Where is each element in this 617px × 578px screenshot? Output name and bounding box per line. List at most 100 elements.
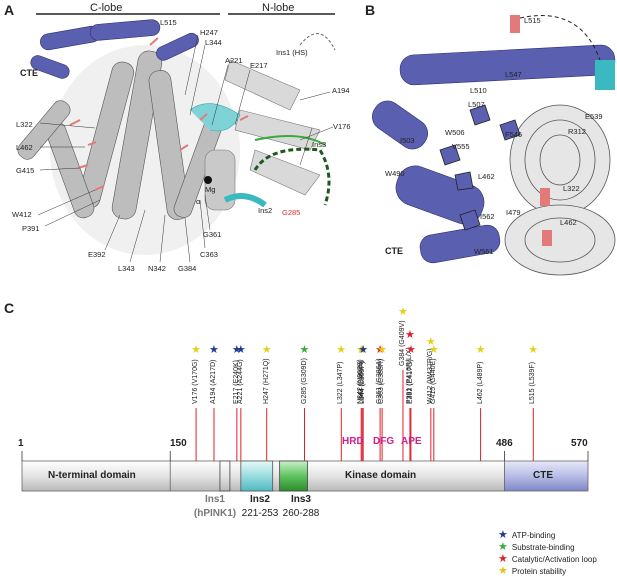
ins3-label: Ins3	[290, 494, 311, 505]
cte-domain-label: CTE	[533, 470, 553, 481]
label-b-r312: R312	[568, 127, 586, 136]
legend-catalytic-label: Catalytic/Activation loop	[511, 555, 597, 564]
motif-ape: APE	[401, 436, 422, 447]
label-a-v176: V176	[333, 122, 351, 131]
ins2-label: Ins2	[249, 494, 270, 505]
label-b-v555: V555	[452, 142, 470, 151]
star-icon: ★	[377, 344, 387, 357]
label-a-l462: L462	[16, 143, 33, 152]
mutation-label: G384 (G409V)	[398, 320, 406, 366]
mutation-label: L515 (L539F)	[529, 361, 537, 404]
label-b-w561: W561	[474, 247, 494, 256]
label-b-w506: W506	[445, 128, 465, 137]
ins3-range: 260-288	[282, 508, 320, 519]
ins2-range: 221-253	[241, 508, 279, 519]
mutation-label: V176 (V170G)	[192, 359, 200, 404]
star-icon: ★	[235, 344, 246, 357]
label-a-mg: Mg	[205, 185, 216, 194]
ins3-block	[279, 460, 308, 492]
mutation-label: E392 (E417G)	[406, 359, 414, 404]
label-a-l515: L515	[160, 18, 177, 27]
star-icon: ★	[358, 344, 369, 357]
panel-c-letter: C	[4, 300, 15, 316]
star-icon: ★	[356, 344, 367, 357]
label-a-cte: CTE	[20, 68, 38, 78]
c-lobe-label: C-lobe	[90, 2, 123, 14]
legend-substrate: ★ Substrate-binding	[498, 542, 575, 553]
panel-b-structure	[357, 15, 616, 277]
label-a-ins2: Ins2	[258, 206, 273, 215]
label-a-l344: L344	[205, 38, 222, 47]
star-icon: ★	[261, 344, 272, 357]
label-a-ins1: Ins1 (HS)	[276, 48, 308, 57]
axis-end: 570	[571, 438, 588, 449]
label-b-cte: CTE	[385, 246, 403, 256]
label-b-l515: L515	[524, 16, 541, 25]
mutation-label: L462 (L489P)	[476, 361, 484, 404]
domain-bar-cte	[504, 460, 589, 492]
label-a-alpha: α	[196, 197, 201, 206]
panel-a-letter: A	[4, 2, 15, 18]
panel-a-structure	[17, 19, 336, 263]
star-icon: ★	[425, 336, 436, 349]
label-b-l462-1: L462	[478, 172, 495, 181]
ins1-block	[219, 460, 231, 492]
star-icon: ★	[498, 541, 508, 553]
star-icon: ★	[299, 344, 310, 357]
legend-stability: ★ Protein stability	[498, 566, 566, 577]
label-a-g415: G415	[16, 166, 35, 175]
star-icon: ★	[357, 344, 368, 357]
mutation-label: L344 (L369P)	[359, 361, 367, 404]
label-a-w412: W412	[12, 210, 32, 219]
label-a-n342: N342	[148, 264, 166, 273]
star-icon: ★	[375, 344, 385, 357]
legend-atp-label: ATP-binding	[511, 531, 556, 540]
star-icon: ★	[405, 344, 416, 357]
mutation-label: A194 (A217D)	[209, 359, 217, 404]
label-b-w490: W490	[385, 169, 405, 178]
star-icon: ★	[475, 344, 486, 357]
panel-b-letter: B	[365, 2, 376, 18]
label-a-g285: G285	[282, 208, 301, 217]
star-icon: ★	[498, 565, 508, 577]
motif-hrd: HRD	[342, 436, 364, 447]
label-b-i562: I562	[480, 212, 495, 221]
axis-cte-start: 486	[496, 438, 513, 449]
star-icon: ★	[404, 328, 415, 341]
label-a-a221: A221	[225, 56, 243, 65]
label-b-i479: I479	[506, 208, 521, 217]
label-a-l343: L343	[118, 264, 135, 273]
label-a-g384: G384	[178, 264, 197, 273]
mutation-label: C363 (C388R)	[378, 358, 386, 404]
star-icon: ★	[336, 344, 347, 357]
star-icon: ★	[498, 553, 508, 565]
label-a-c363: C363	[200, 250, 218, 259]
mutation-label: G285 (G309D)	[300, 358, 308, 404]
label-b-l547: L547	[505, 70, 522, 79]
label-b-e539: E539	[585, 112, 603, 121]
label-b-l322: L322	[563, 184, 580, 193]
star-icon: ★	[498, 529, 508, 541]
star-icon: ★	[428, 344, 439, 357]
legend-catalytic: ★ Catalytic/Activation loop	[498, 554, 597, 565]
axis-kinase-start: 150	[170, 438, 187, 449]
n-lobe-label: N-lobe	[262, 2, 295, 14]
label-a-l322: L322	[16, 120, 33, 129]
label-b-l462-2: L462	[560, 218, 577, 227]
label-b-i503: I503	[400, 136, 415, 145]
mutation-label: G415 (G440E)	[429, 358, 437, 404]
star-icon: ★	[397, 306, 408, 319]
motif-dfg: DFG	[373, 436, 395, 447]
star-icon: ★	[208, 344, 219, 357]
legend-atp: ★ ATP-binding	[498, 530, 555, 541]
label-a-h247: H247	[200, 28, 218, 37]
label-a-ins3: Ins3	[312, 140, 327, 149]
legend-stability-label: Protein stability	[511, 567, 567, 576]
kinase-domain-label: Kinase domain	[345, 470, 417, 481]
label-b-f546: F546	[505, 130, 523, 139]
label-a-p391: P391	[22, 224, 40, 233]
ins1-sub-label: (hPINK1)	[193, 508, 237, 519]
star-icon: ★	[528, 344, 539, 357]
